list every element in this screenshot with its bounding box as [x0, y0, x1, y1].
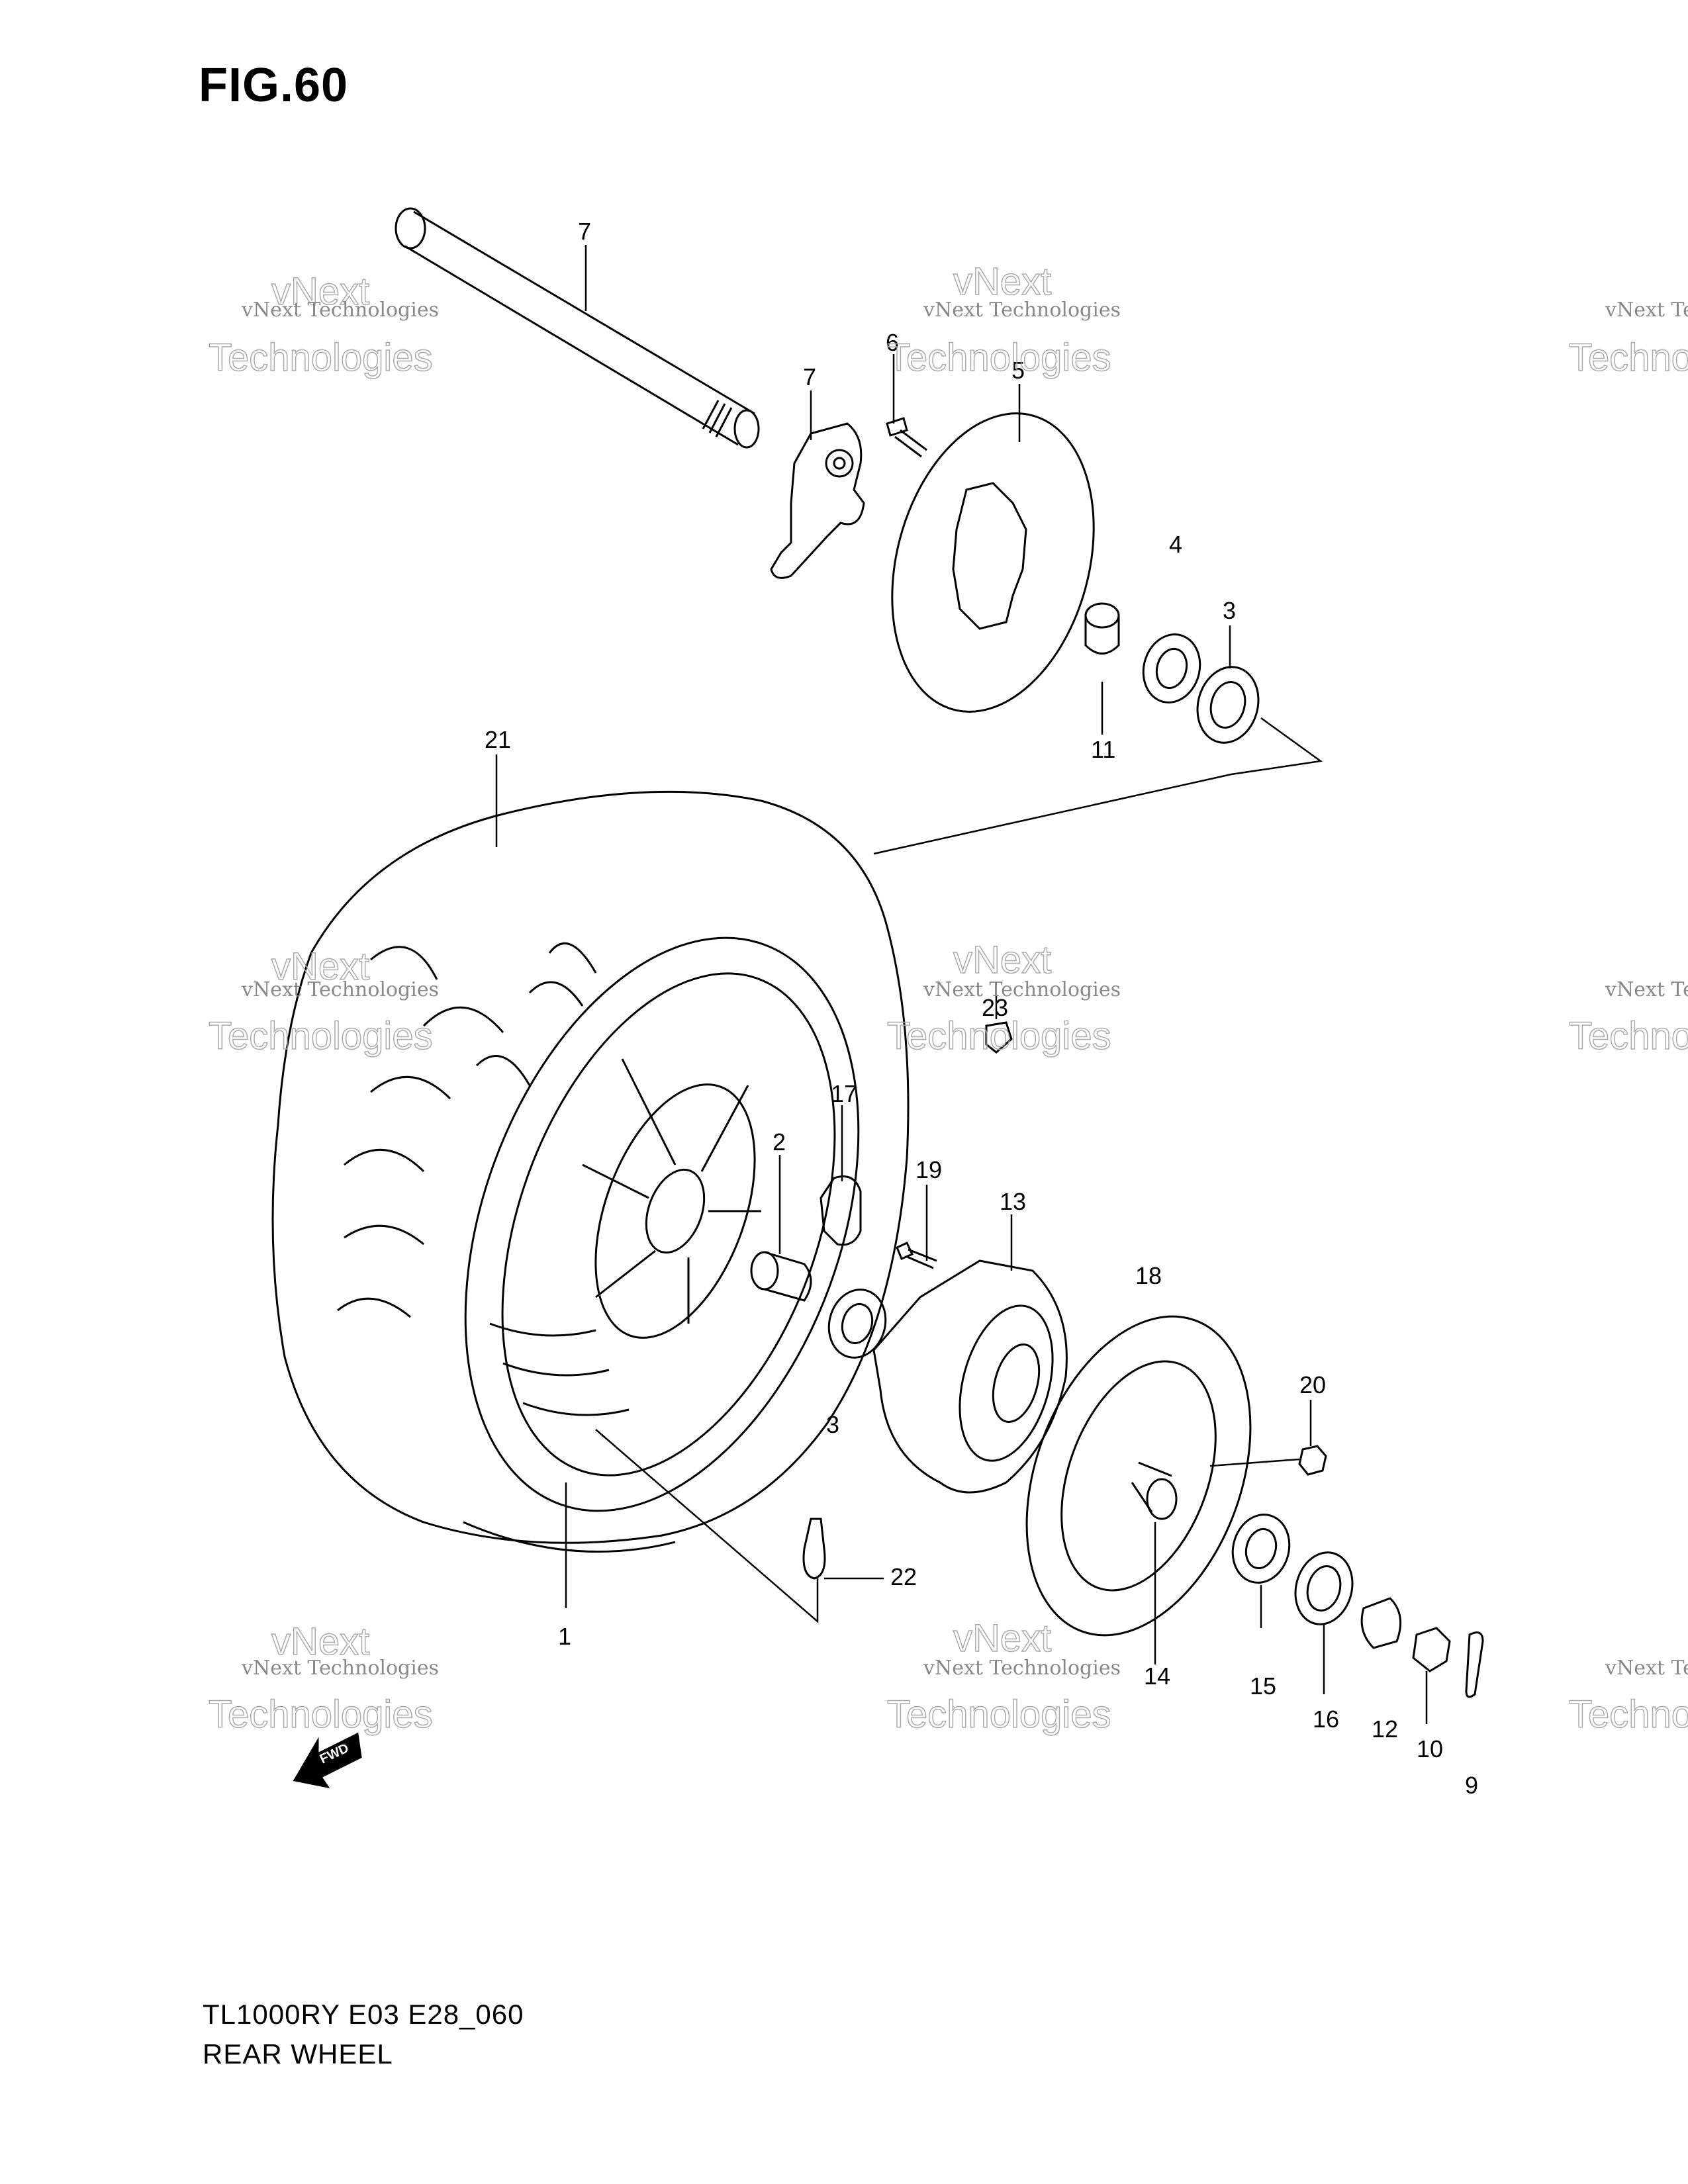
sprocket-carrier-part: [872, 1259, 1068, 1494]
watermark-7: vNext vNext Technologies Technologies: [208, 1619, 439, 1737]
tire-part: [271, 790, 910, 1553]
watermark-6: vNext Technologies Technologies: [1568, 978, 1688, 1058]
valve-part: [802, 1518, 826, 1580]
callout-19: 19: [915, 1156, 942, 1183]
callout-11: 11: [1091, 736, 1115, 763]
callout-5: 5: [1011, 357, 1025, 384]
svg-text:Technologies: Technologies: [209, 336, 433, 379]
callout-3-lower: 3: [826, 1411, 839, 1438]
callout-12: 12: [1372, 1715, 1398, 1743]
callout-22: 22: [890, 1563, 917, 1590]
svg-text:Technologies: Technologies: [887, 336, 1111, 379]
callout-16: 16: [1313, 1706, 1339, 1733]
watermark-4: vNext vNext Technologies Technologies: [208, 944, 439, 1058]
bearing-part: [1142, 633, 1201, 704]
svg-text:Technologies: Technologies: [209, 1693, 433, 1736]
watermark-5: vNext vNext Technologies Technologies: [886, 938, 1121, 1058]
bearing-part-lower: [827, 1289, 887, 1359]
wheel-rim-part: [464, 936, 860, 1512]
svg-text:vNext: vNext: [271, 270, 369, 313]
callout-2: 2: [773, 1128, 786, 1156]
damper-part: [820, 1175, 862, 1246]
center-spacer-part: [750, 1251, 812, 1302]
svg-text:Technologies: Technologies: [1569, 1693, 1688, 1736]
oil-seal-part-16: [1294, 1551, 1354, 1625]
callout-21: 21: [485, 726, 511, 753]
svg-text:vNext: vNext: [953, 1617, 1051, 1660]
callout-20: 20: [1299, 1371, 1326, 1398]
fwd-arrow-icon: [293, 1732, 362, 1789]
svg-text:vNext Technologies: vNext Technologies: [241, 1657, 439, 1680]
caliper-bracket-part: [770, 422, 865, 579]
svg-text:Technologies: Technologies: [1569, 1015, 1688, 1058]
callout-18: 18: [1135, 1262, 1162, 1289]
svg-text:vNext Technologies: vNext Technologies: [923, 978, 1121, 1001]
callout-4: 4: [1169, 531, 1182, 558]
svg-text:vNext: vNext: [953, 938, 1051, 981]
svg-text:vNext Technologies: vNext Technologies: [241, 978, 439, 1001]
bolt-part: [896, 1242, 937, 1269]
callout-10: 10: [1417, 1735, 1443, 1762]
spacer-part: [1084, 602, 1120, 655]
callout-17: 17: [831, 1080, 857, 1107]
svg-text:vNext Technologies: vNext Technologies: [1605, 978, 1688, 1001]
model-code: TL1000RY E03 E28_060: [203, 1999, 524, 2030]
svg-text:vNext Technologies: vNext Technologies: [1605, 1657, 1688, 1680]
figure-title: FIG.60: [199, 59, 349, 112]
watermark-9: vNext Technologies Technologies: [1568, 1657, 1688, 1737]
watermark-3: vNext Technologies Technologies: [1568, 298, 1688, 380]
svg-text:vNext Technologies: vNext Technologies: [923, 298, 1121, 322]
callout-6: 6: [886, 329, 899, 356]
callout-8: 7: [578, 218, 591, 245]
svg-text:vNext: vNext: [271, 1620, 369, 1663]
svg-text:Technologies: Technologies: [887, 1693, 1111, 1736]
svg-text:vNext: vNext: [271, 945, 369, 988]
sprocket-spacer-part: [1131, 1461, 1178, 1520]
balance-weight-part: [985, 1021, 1013, 1054]
screw-part: [886, 417, 927, 458]
nut-part: [1298, 1445, 1327, 1476]
watermark-1: vNext vNext Technologies Technologies: [208, 269, 439, 380]
callout-7: 7: [803, 363, 816, 390]
watermark-2: vNext vNext Technologies Technologies: [886, 259, 1121, 380]
watermark-8: vNext vNext Technologies Technologies: [886, 1616, 1121, 1737]
callout-14: 14: [1144, 1662, 1170, 1690]
callout-labels: 7 7 6 5 4 3 11 21 23 17 2 19 13 18 20 3 …: [485, 218, 1478, 1799]
callout-1: 1: [558, 1623, 571, 1650]
oil-seal-part-upper: [1196, 666, 1260, 744]
cotter-pin-part: [1465, 1631, 1484, 1698]
svg-text:Technologies: Technologies: [1569, 336, 1688, 379]
callout-13: 13: [1000, 1188, 1026, 1215]
callout-9: 9: [1465, 1772, 1478, 1799]
svg-text:vNext: vNext: [953, 260, 1051, 303]
callout-3-upper: 3: [1223, 597, 1236, 624]
svg-text:vNext Technologies: vNext Technologies: [241, 298, 439, 322]
section-name: REAR WHEEL: [203, 2038, 393, 2070]
leader-lines: [495, 245, 1428, 1724]
axle-nut-part: [1412, 1627, 1451, 1672]
spacer-part-12: [1360, 1597, 1402, 1649]
svg-text:Technologies: Technologies: [209, 1015, 433, 1058]
rear-sprocket-part: [1025, 1315, 1252, 1637]
bearing-part-15: [1231, 1514, 1291, 1584]
axle-part: [395, 207, 760, 449]
brake-disc-part: [891, 412, 1095, 713]
svg-text:vNext Technologies: vNext Technologies: [1605, 298, 1688, 322]
watermarks: vNext vNext Technologies Technologies vN…: [208, 259, 1688, 1737]
svg-text:Technologies: Technologies: [887, 1015, 1111, 1058]
svg-text:vNext Technologies: vNext Technologies: [923, 1657, 1121, 1680]
callout-23: 23: [982, 994, 1008, 1021]
callout-15: 15: [1250, 1672, 1276, 1700]
